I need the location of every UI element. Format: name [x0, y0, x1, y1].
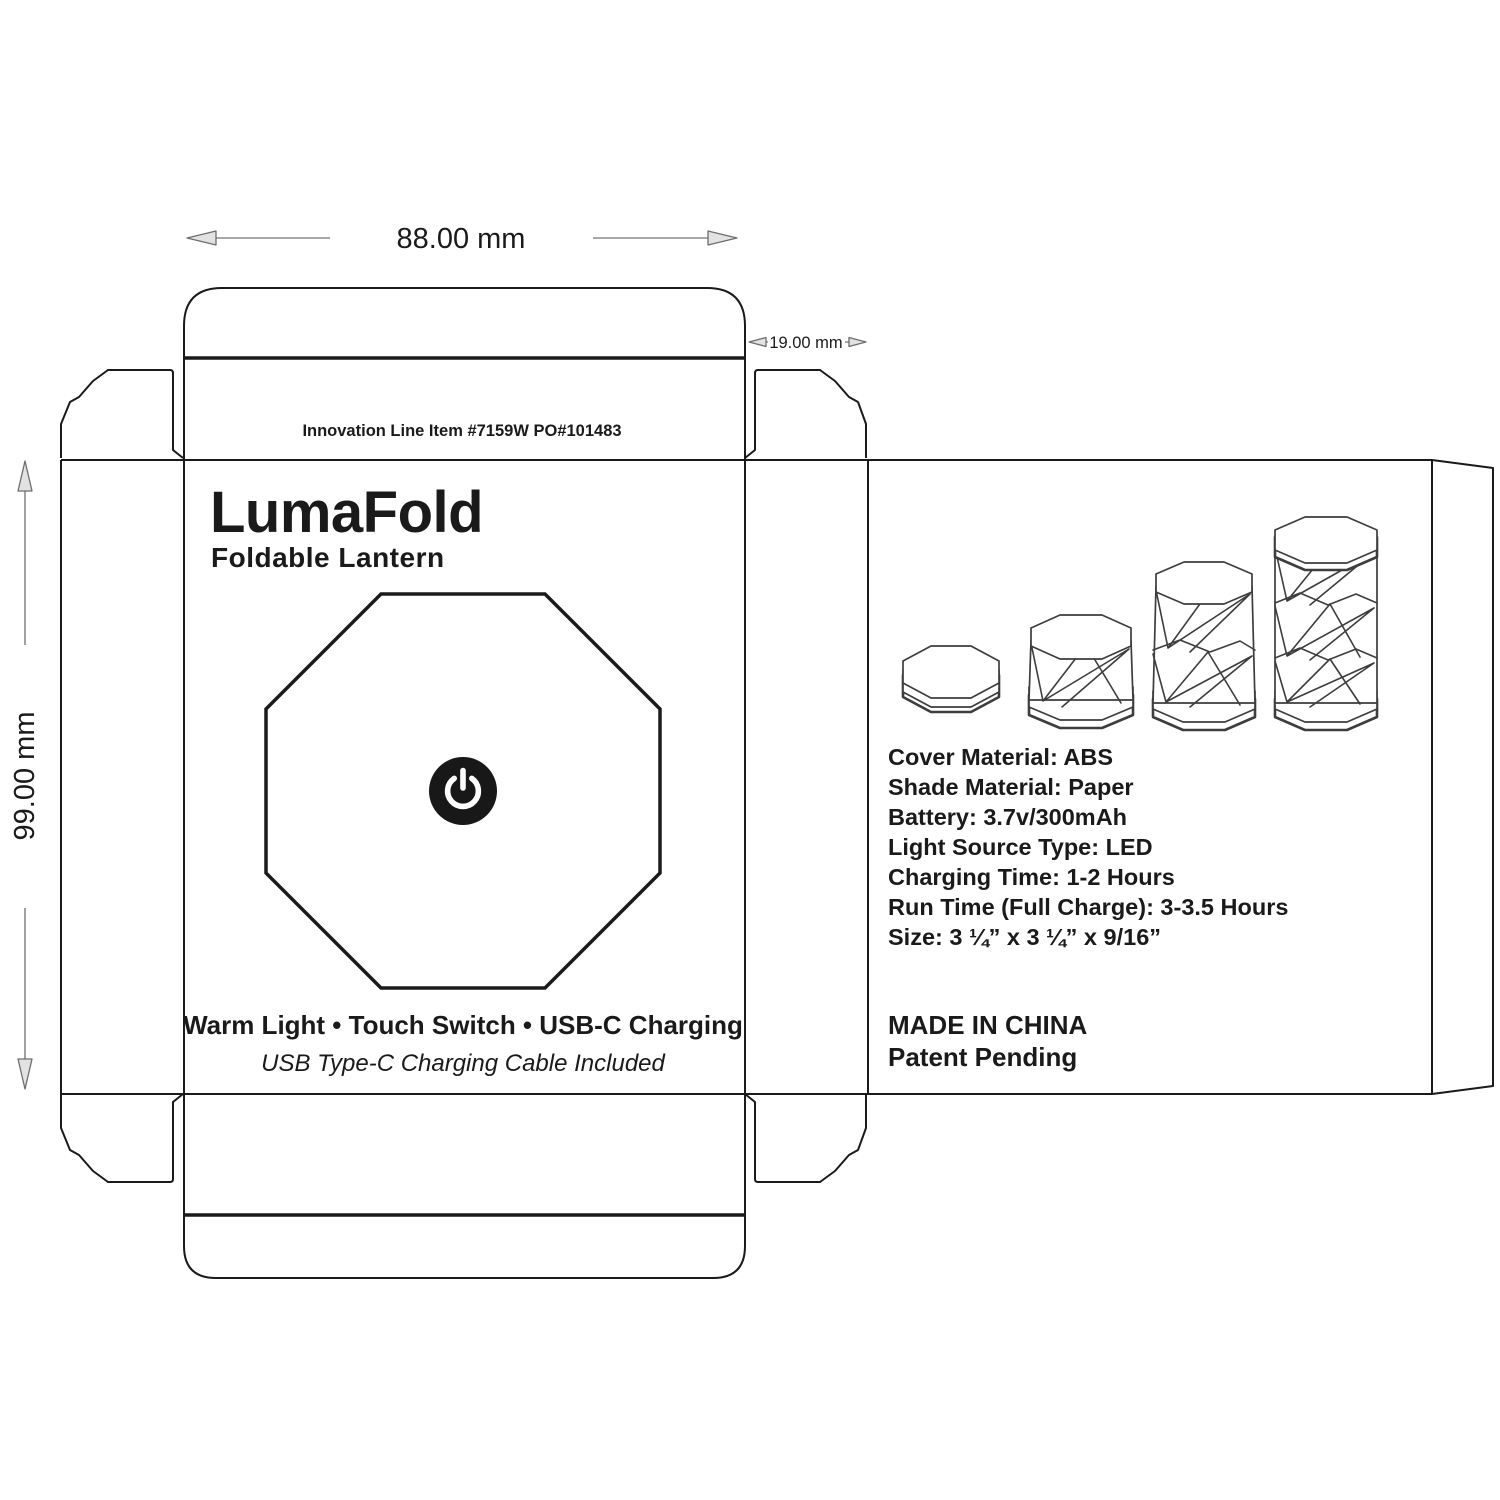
lantern-stage-1-flat	[901, 645, 1001, 714]
power-icon	[429, 757, 497, 825]
lantern-stage-2-low	[1027, 614, 1135, 730]
top-tuck-flap	[183, 287, 746, 460]
dimension-flap-depth-label: 19.00 mm	[769, 334, 842, 352]
dust-flap-top-left	[60, 369, 184, 459]
spec-line: Size: 3 ¼” x 3 ¼” x 9/16”	[888, 924, 1161, 950]
glue-flap	[1431, 459, 1494, 1095]
dust-flap-top-right	[744, 369, 867, 459]
arrowhead-down-icon	[17, 1058, 33, 1090]
arrowhead-right-icon	[848, 336, 867, 348]
lantern-stage-4-tall	[1273, 516, 1379, 732]
spec-list: Cover Material: ABS Shade Material: Pape…	[888, 744, 1288, 950]
dust-flap-bottom-left	[60, 1093, 184, 1183]
spec-line: Battery: 3.7v/300mAh	[888, 804, 1127, 830]
dimension-height-label: 99.00 mm	[9, 712, 41, 841]
product-subtitle: Foldable Lantern	[211, 542, 445, 573]
production-note: Innovation Line Item #7159W PO#101483	[302, 422, 621, 440]
arrowhead-right-icon	[707, 230, 738, 246]
spec-line: Charging Time: 1-2 Hours	[888, 864, 1175, 890]
product-title: LumaFold	[210, 480, 483, 545]
dust-flap-bottom-right	[744, 1093, 867, 1183]
patent-label: Patent Pending	[888, 1042, 1077, 1072]
dimension-height: 99.00 mm	[9, 460, 41, 1090]
dieline-outline	[60, 287, 1494, 1279]
front-panel: LumaFold Foldable Lantern Warm Light • T…	[183, 480, 743, 1077]
lantern-stage-3-mid	[1151, 561, 1257, 732]
spec-line: Cover Material: ABS	[888, 744, 1113, 770]
arrowhead-up-icon	[17, 460, 33, 492]
dimension-flap-depth: 19.00 mm	[748, 334, 867, 352]
lid-top-panel: Innovation Line Item #7159W PO#101483	[302, 422, 621, 440]
made-in-label: MADE IN CHINA	[888, 1010, 1088, 1040]
arrowhead-left-icon	[186, 230, 217, 246]
cable-note: USB Type-C Charging Cable Included	[261, 1050, 665, 1077]
spec-line: Run Time (Full Charge): 3-3.5 Hours	[888, 894, 1288, 920]
spec-line: Shade Material: Paper	[888, 774, 1134, 800]
arrowhead-left-icon	[748, 336, 767, 348]
bottom-tuck-flap	[183, 1094, 746, 1279]
back-panel: Cover Material: ABS Shade Material: Pape…	[888, 516, 1379, 1072]
spec-line: Light Source Type: LED	[888, 834, 1153, 860]
dimension-width: 88.00 mm	[186, 223, 738, 255]
octagon-outline	[264, 592, 662, 990]
dimension-width-label: 88.00 mm	[397, 223, 526, 255]
feature-list: Warm Light • Touch Switch • USB-C Chargi…	[183, 1010, 743, 1040]
